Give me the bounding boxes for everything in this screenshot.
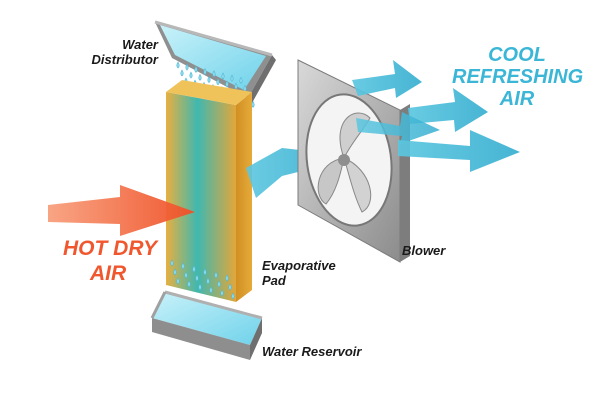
blower-label: Blower bbox=[402, 243, 446, 258]
water-drop bbox=[217, 280, 221, 288]
water-drop bbox=[181, 262, 185, 270]
water-drop bbox=[228, 283, 232, 291]
water-drop bbox=[198, 283, 202, 291]
water-drop bbox=[180, 69, 184, 77]
hot-air-label-line1: HOT DRY bbox=[63, 237, 158, 260]
evaporative-pad-label-line2: Pad bbox=[262, 273, 286, 288]
water-drop bbox=[203, 68, 207, 75]
water-drop bbox=[173, 268, 177, 276]
cool-air-label-line1: COOL bbox=[488, 44, 546, 66]
evaporative-pad-label: Evaporative Pad bbox=[262, 258, 336, 288]
water-drop bbox=[221, 72, 225, 80]
water-distributor-label-line1: Water bbox=[122, 37, 158, 52]
water-drop bbox=[209, 286, 213, 294]
water-drop bbox=[212, 70, 216, 78]
water-distributor-label-line2: Distributor bbox=[91, 52, 158, 67]
water-drop bbox=[234, 82, 238, 90]
water-distributor-label: Water Distributor bbox=[78, 37, 158, 67]
water-drop bbox=[216, 78, 220, 86]
water-drop bbox=[214, 271, 218, 279]
evaporative-pad-label-line1: Evaporative bbox=[262, 258, 336, 273]
hot-air-label-line2: AIR bbox=[90, 262, 127, 285]
water-drop bbox=[230, 74, 234, 82]
water-drop bbox=[184, 271, 188, 279]
cool-air-arrows bbox=[352, 60, 520, 172]
water-drop bbox=[231, 292, 235, 300]
water-drop bbox=[176, 277, 180, 285]
water-drop bbox=[220, 289, 224, 297]
water-drop bbox=[225, 80, 229, 88]
water-drop bbox=[207, 76, 211, 83]
water-reservoir bbox=[150, 290, 263, 360]
water-drops-lower bbox=[170, 259, 235, 300]
hot-air-arrow bbox=[48, 185, 195, 236]
water-drop bbox=[239, 76, 243, 84]
water-drop bbox=[203, 268, 207, 276]
water-drop bbox=[185, 63, 189, 71]
water-drop bbox=[187, 280, 191, 288]
water-drop bbox=[195, 274, 199, 282]
water-drop bbox=[176, 61, 180, 69]
water-drop bbox=[192, 265, 196, 273]
cool-air-label-line3: AIR bbox=[499, 88, 535, 110]
water-drop bbox=[206, 277, 210, 285]
water-drop bbox=[170, 259, 174, 267]
water-drop bbox=[225, 274, 229, 282]
cool-air-label-line2: REFRESHING bbox=[452, 66, 584, 88]
cool-air-label: COOL REFRESHING AIR bbox=[452, 44, 584, 110]
water-distributor bbox=[154, 20, 276, 103]
water-drop bbox=[189, 71, 193, 79]
evaporative-pad bbox=[166, 80, 252, 302]
water-reservoir-label: Water Reservoir bbox=[262, 344, 362, 359]
blower-fan bbox=[297, 59, 410, 263]
water-drop bbox=[198, 73, 202, 81]
water-drop bbox=[194, 65, 198, 73]
